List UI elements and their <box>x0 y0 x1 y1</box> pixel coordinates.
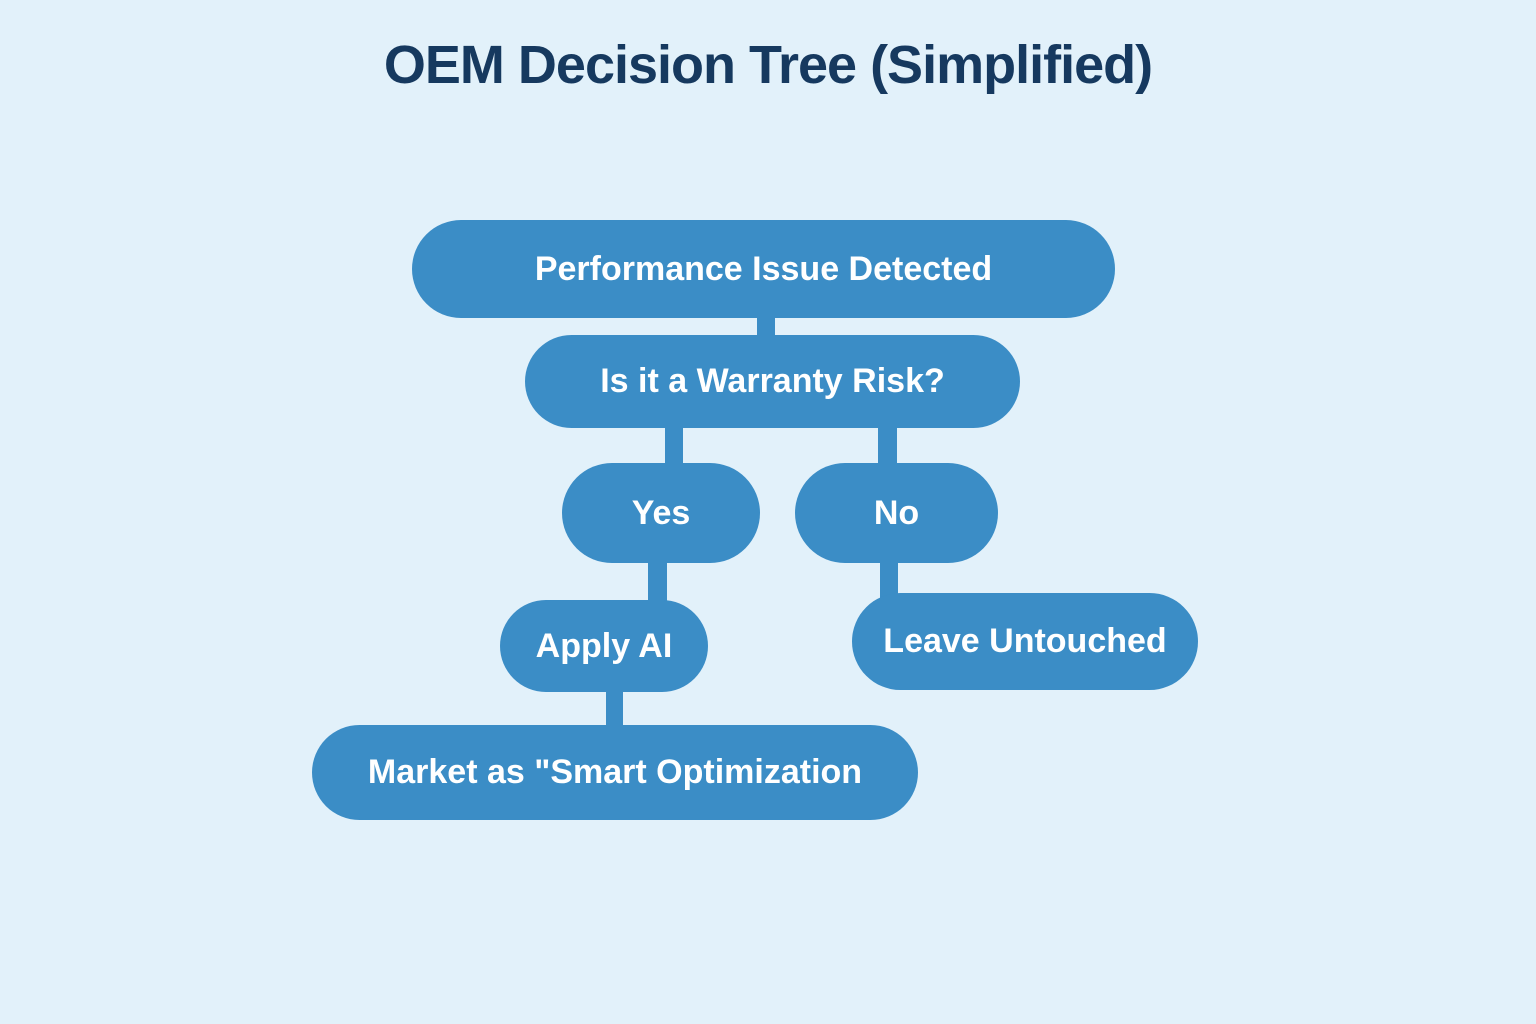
node-no: No <box>795 463 998 563</box>
diagram-title: OEM Decision Tree (Simplified) <box>383 35 1153 95</box>
connector-question-to-no <box>878 418 897 473</box>
connector-no-to-leave-untouched <box>880 553 898 601</box>
connector-yes-to-apply-ai <box>648 553 667 608</box>
node-warranty-risk-question: Is it a Warranty Risk? <box>525 335 1020 428</box>
node-leave-untouched: Leave Untouched <box>852 593 1198 690</box>
node-market-smart-optimization: Market as "Smart Optimization <box>312 725 918 820</box>
node-apply-ai: Apply AI <box>500 600 708 692</box>
node-performance-issue-detected: Performance Issue Detected <box>412 220 1115 318</box>
connector-apply-ai-to-market <box>606 683 623 733</box>
connector-question-to-yes <box>665 418 683 473</box>
node-yes: Yes <box>562 463 760 563</box>
